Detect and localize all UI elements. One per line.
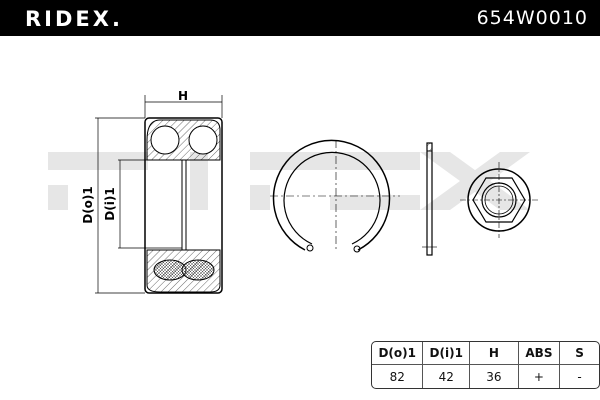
col-inner-diameter: D(i)1 — [423, 342, 470, 365]
label-height: H — [178, 89, 188, 103]
col-s: S — [560, 342, 599, 365]
label-inner-diameter: D(i)1 — [103, 187, 117, 220]
spec-table: D(o)1 D(i)1 H ABS S 82 42 36 + - — [371, 341, 600, 389]
axle-nut-drawing — [460, 162, 540, 238]
header-bar: RIDEX. 654W0010 — [0, 0, 600, 36]
spec-value-row: 82 42 36 + - — [372, 365, 599, 388]
value-height: 36 — [470, 365, 519, 388]
value-inner-diameter: 42 — [423, 365, 470, 388]
col-height: H — [470, 342, 519, 365]
brand-logo: RIDEX. — [25, 7, 123, 31]
circlip-side-view — [422, 142, 437, 256]
part-number: 654W0010 — [476, 7, 588, 29]
col-abs: ABS — [518, 342, 561, 365]
value-outer-diameter: 82 — [372, 365, 424, 388]
col-outer-diameter: D(o)1 — [372, 342, 424, 365]
circlip-drawing — [270, 139, 400, 253]
value-abs: + — [519, 365, 561, 388]
technical-drawing: H D(o)1 D(i)1 — [48, 89, 540, 294]
bearing-drawing — [95, 95, 223, 294]
spec-header-row: D(o)1 D(i)1 H ABS S — [372, 342, 599, 365]
label-outer-diameter: D(o)1 — [81, 186, 95, 224]
value-s: - — [577, 369, 582, 384]
